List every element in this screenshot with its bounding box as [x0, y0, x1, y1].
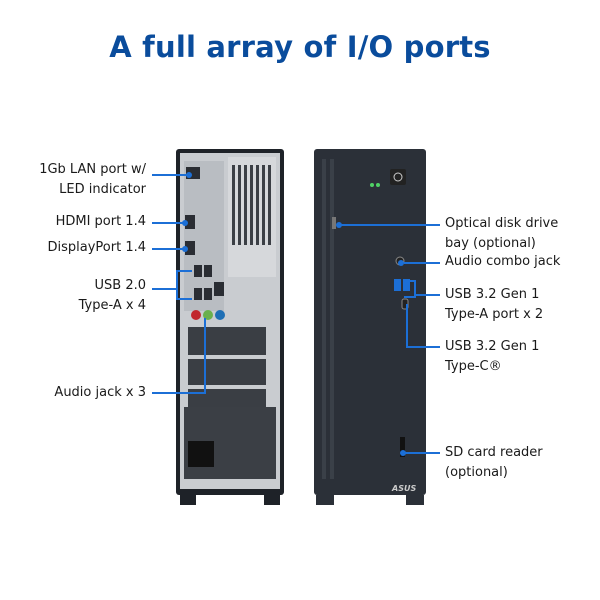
callout-optical-dot [336, 222, 342, 228]
callout-hdmi-line [152, 222, 184, 224]
callout-usb32c-line [406, 346, 440, 348]
asus-logo: ASUS [392, 484, 417, 493]
callout-usb20-bracket [176, 270, 192, 300]
label-optical-drive: Optical disk drive bay (optional) [445, 216, 559, 251]
label-audio-combo: Audio combo jack [445, 254, 561, 269]
callout-audio-combo-line [404, 262, 440, 264]
label-hdmi: HDMI port 1.4 [55, 214, 146, 229]
callout-displayport-line [152, 248, 184, 250]
label-usb32-typec: USB 3.2 Gen 1 Type-C® [445, 339, 540, 374]
callout-sd-dot [400, 450, 406, 456]
callout-audio-combo-dot [398, 260, 404, 266]
label-lan: 1Gb LAN port w/ LED indicator [39, 162, 146, 197]
page-title: A full array of I/O ports [109, 30, 491, 64]
callout-usb32c-vertical [406, 304, 408, 348]
callout-usb20-line [152, 288, 176, 290]
callout-lan-dot [186, 172, 192, 178]
pc-rear-view [176, 149, 284, 505]
label-sd-card: SD card reader (optional) [445, 445, 543, 480]
label-displayport: DisplayPort 1.4 [47, 240, 147, 255]
callout-sd-line [404, 452, 440, 454]
callout-displayport-dot [182, 246, 188, 252]
callout-hdmi-dot [182, 220, 188, 226]
callout-usb32a-bracket [404, 280, 416, 298]
pc-front-view [314, 149, 426, 505]
callout-audio-vertical [204, 318, 206, 394]
label-audio-jack: Audio jack x 3 [54, 385, 146, 400]
label-usb20: USB 2.0 Type-A x 4 [78, 278, 146, 313]
callout-usb32a-line [414, 294, 440, 296]
label-usb32-typea: USB 3.2 Gen 1 Type-A port x 2 [445, 287, 544, 322]
callout-optical-line [340, 224, 440, 226]
callout-lan-line [152, 174, 188, 176]
callout-audio-line [152, 392, 204, 394]
